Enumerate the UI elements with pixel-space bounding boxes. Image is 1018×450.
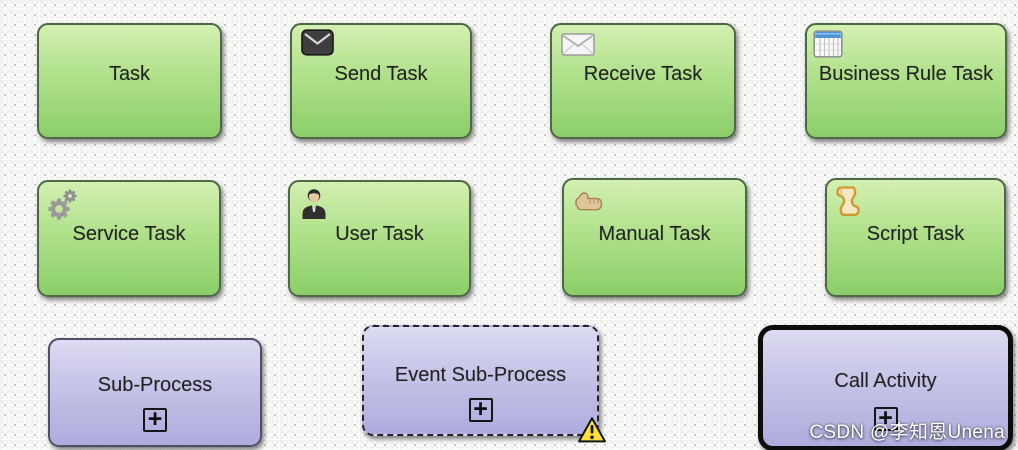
collapsed-plus-marker: + (143, 406, 167, 432)
send-envelope-icon (301, 29, 334, 56)
sub-process-node[interactable]: Sub-Process + (48, 338, 262, 447)
script-task-node[interactable]: Script Task (825, 178, 1006, 297)
collapsed-plus-marker: + (468, 396, 493, 422)
business-rule-task-label: Business Rule Task (818, 63, 994, 85)
table-icon (813, 30, 843, 58)
task-node[interactable]: Task (37, 23, 222, 139)
send-task-label: Send Task (334, 63, 428, 85)
sub-process-label: Sub-Process (97, 374, 213, 396)
call-activity-node[interactable]: Call Activity + (758, 325, 1013, 450)
call-activity-label: Call Activity (834, 370, 937, 392)
service-task-node[interactable]: Service Task (37, 180, 221, 297)
service-task-label: Service Task (72, 223, 186, 245)
business-rule-task-node[interactable]: Business Rule Task (805, 23, 1007, 139)
manual-task-node[interactable]: Manual Task (562, 178, 747, 297)
event-sub-process-label: Event Sub-Process (394, 364, 567, 386)
warning-icon[interactable] (577, 416, 607, 444)
gears-icon (47, 188, 79, 221)
user-task-label: User Task (335, 223, 424, 245)
receive-task-node[interactable]: Receive Task (550, 23, 736, 139)
csdn-watermark: CSDN @李知恩Unena (809, 422, 1005, 443)
hand-icon (573, 189, 604, 214)
receive-task-label: Receive Task (583, 63, 703, 85)
scroll-icon (833, 184, 864, 219)
receive-envelope-icon (561, 33, 595, 56)
manual-task-label: Manual Task (598, 223, 711, 245)
person-icon (299, 186, 329, 219)
task-label: Task (108, 63, 151, 85)
collapsed-plus-marker: + (873, 405, 898, 431)
event-sub-process-node[interactable]: Event Sub-Process + (362, 325, 599, 436)
script-task-label: Script Task (866, 223, 965, 245)
user-task-node[interactable]: User Task (288, 180, 471, 297)
send-task-node[interactable]: Send Task (290, 23, 472, 139)
